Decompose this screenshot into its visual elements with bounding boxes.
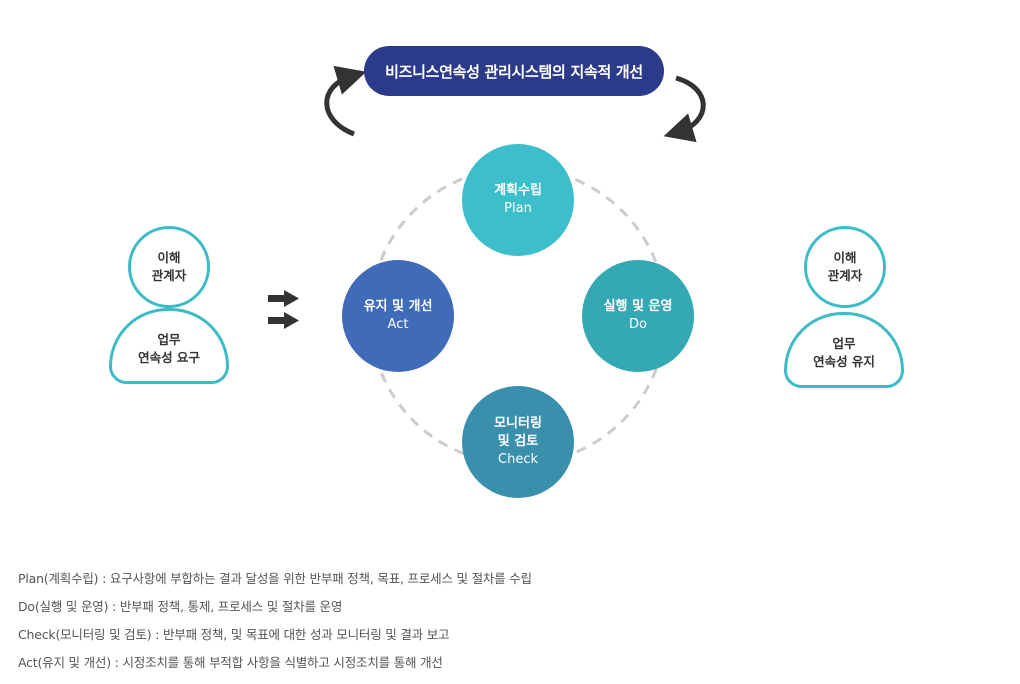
check-label-ko-1: 모니터링 <box>494 416 542 431</box>
check-phase-circle: 모니터링 및 검토 Check <box>462 386 574 498</box>
right-body-line2: 연속성 유지 <box>813 354 875 369</box>
right-head-line2: 관계자 <box>827 268 863 283</box>
left-body-line2: 연속성 요구 <box>138 350 200 365</box>
note-act: Act(유지 및 개선) : 시정조치를 통해 부적합 사항을 식별하고 시정조… <box>18 655 443 670</box>
check-label-en: Check <box>498 452 538 467</box>
left-head-line2: 관계자 <box>151 268 187 283</box>
right-arrow-icon <box>268 290 299 329</box>
plan-label-en: Plan <box>504 201 532 216</box>
act-label-en: Act <box>387 317 409 332</box>
do-phase-circle: 실행 및 운영 Do <box>582 260 694 372</box>
right-head-line1: 이해 <box>833 250 857 265</box>
pdca-notes: Plan(계획수립) : 요구사항에 부합하는 결과 달성을 위한 반부패 정책… <box>18 568 1008 680</box>
continuous-improvement-banner: 비즈니스연속성 관리시스템의 지속적 개선 <box>364 46 664 96</box>
act-phase-circle: 유지 및 개선 Act <box>342 260 454 372</box>
left-stakeholder-head: 이해 관계자 <box>128 226 210 308</box>
note-do: Do(실행 및 운영) : 반부패 정책, 통제, 프로세스 및 절차를 운영 <box>18 599 343 614</box>
note-plan: Plan(계획수립) : 요구사항에 부합하는 결과 달성을 위한 반부패 정책… <box>18 571 532 586</box>
left-head-line1: 이해 <box>157 250 181 265</box>
curved-arrow-left-icon <box>324 65 367 137</box>
plan-phase-circle: 계획수립 Plan <box>462 144 574 256</box>
do-label-en: Do <box>629 317 647 332</box>
note-check: Check(모니터링 및 검토) : 반부패 정책, 및 목표에 대한 성과 모… <box>18 627 450 642</box>
left-body-line1: 업무 <box>157 332 181 347</box>
plan-label-ko: 계획수립 <box>494 183 542 198</box>
left-stakeholder-body: 업무 연속성 요구 <box>109 308 229 384</box>
curved-arrow-right-icon <box>663 75 706 143</box>
right-body-line1: 업무 <box>832 336 856 351</box>
act-label-ko: 유지 및 개선 <box>363 299 433 314</box>
do-label-ko: 실행 및 운영 <box>603 299 673 314</box>
right-stakeholder-head: 이해 관계자 <box>804 226 886 308</box>
check-label-ko-2: 및 검토 <box>497 434 539 449</box>
